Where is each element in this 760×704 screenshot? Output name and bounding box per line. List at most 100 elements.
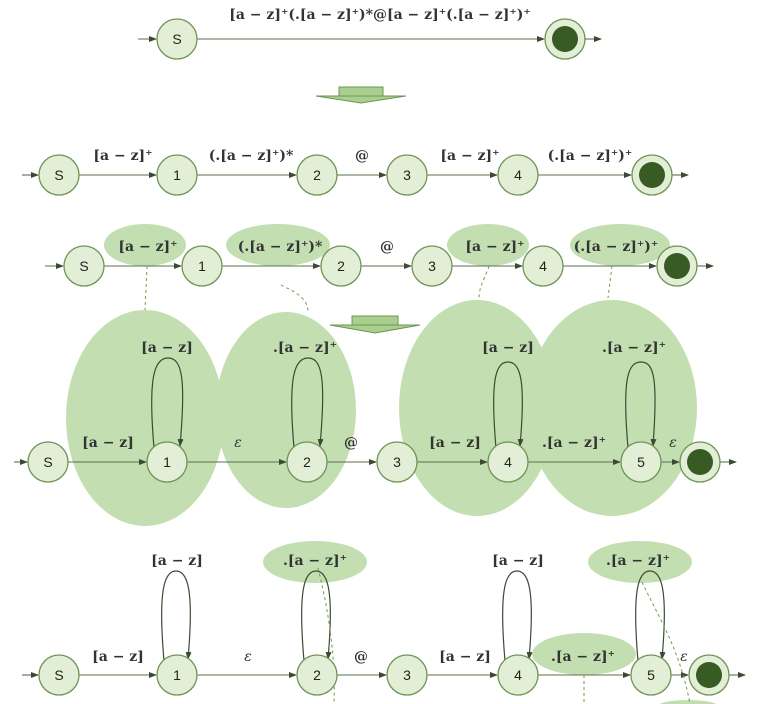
state-node [630, 654, 672, 696]
edge-label: [a − z]⁺ [440, 148, 499, 164]
self-loop [493, 361, 524, 449]
transform-arrow-icon [315, 86, 407, 104]
state-label: S [79, 258, 88, 274]
state-label: 4 [514, 667, 522, 683]
edge-label: [a − z]⁺ [93, 148, 152, 164]
highlight-ellipse [447, 224, 529, 266]
edge-label: (.[a − z]⁺)* [238, 239, 323, 255]
edge-label: [a − z]⁺ [118, 239, 177, 255]
loop-label: .[a − z]⁺ [602, 340, 666, 356]
final-state [544, 18, 586, 60]
state-node [156, 654, 198, 696]
loop-label: .[a − z]⁺ [606, 553, 670, 569]
self-loop [502, 570, 533, 662]
state-node [63, 245, 105, 287]
edge-label: @ [355, 148, 369, 164]
edge-label: (.[a − z]⁺)⁺ [574, 239, 659, 255]
edge-label: [a − z]⁺ [465, 239, 524, 255]
stage-5: S 1 2 3 4 5 [a − z] ε @ [a − z] .[a − z]… [22, 541, 746, 704]
state-node [376, 441, 418, 483]
stage-4-regions [66, 300, 697, 526]
stage-4: S 1 2 3 4 5 [a − z] ε @ [a − z] .[a − z]… [14, 340, 737, 483]
state-node [27, 441, 69, 483]
state-label: 1 [198, 258, 206, 274]
self-loop [625, 361, 657, 449]
loop-label: [a − z] [492, 553, 544, 569]
edge-label: @ [380, 239, 394, 255]
state-label: 4 [539, 258, 547, 274]
state-node [620, 441, 662, 483]
self-loop [301, 570, 332, 662]
highlight-ellipse [532, 633, 636, 675]
connector-line [641, 581, 691, 704]
state-label: 5 [647, 667, 655, 683]
state-label: 1 [173, 167, 181, 183]
highlight-ellipse [226, 224, 330, 266]
loop-label: [a − z] [151, 553, 203, 569]
state-node [286, 441, 328, 483]
regex-label: [a − z]⁺(.[a − z]⁺)*@[a − z]⁺(.[a − z]⁺)… [229, 7, 531, 23]
state-label: 2 [313, 167, 321, 183]
self-loop [151, 357, 184, 449]
state-node [38, 654, 80, 696]
highlight-ellipse [588, 541, 692, 583]
final-state [631, 154, 673, 196]
highlight-ellipse [263, 541, 367, 583]
connector-line [280, 284, 309, 313]
state-label: S [54, 667, 63, 683]
final-state [679, 441, 721, 483]
state-label: 3 [393, 454, 401, 470]
state-label: 2 [337, 258, 345, 274]
edge-label: ε [669, 435, 677, 451]
self-loop [635, 570, 666, 662]
state-label: S [172, 31, 181, 47]
state-node [497, 654, 539, 696]
edge-label: [a − z] [92, 649, 144, 665]
edge-label: [a − z] [82, 435, 134, 451]
stage-3: S 1 2 3 4 [a − z]⁺ (.[a − z]⁺)* @ [a − z… [45, 224, 714, 287]
expansion-region [527, 300, 697, 516]
stage-2: S 1 2 3 4 [a − z]⁺ (.[a − z]⁺)* @ [a − z… [22, 148, 689, 196]
edge-label: ε [234, 435, 242, 451]
highlight-ellipse [570, 224, 670, 266]
loop-label: [a − z] [482, 340, 534, 356]
state-label: 3 [403, 667, 411, 683]
edge-label: [a − z] [439, 649, 491, 665]
state-label: S [54, 167, 63, 183]
state-node [156, 154, 198, 196]
state-node [320, 245, 362, 287]
final-state [656, 245, 698, 287]
state-node [487, 441, 529, 483]
state-label: S [43, 454, 52, 470]
edge-label: ε [244, 649, 252, 665]
stage-1: S [a − z]⁺(.[a − z]⁺)*@[a − z]⁺(.[a − z]… [138, 7, 602, 60]
state-node [296, 654, 338, 696]
state-label: 3 [403, 167, 411, 183]
loop-label: .[a − z]⁺ [273, 340, 337, 356]
state-label: 3 [428, 258, 436, 274]
state-label: 2 [303, 454, 311, 470]
final-state [688, 654, 730, 696]
self-loop [161, 570, 192, 662]
edge-label: .[a − z]⁺ [542, 435, 606, 451]
highlight-ellipse [104, 224, 186, 266]
edge-label: .[a − z]⁺ [551, 649, 615, 665]
state-node [386, 154, 428, 196]
edge-label: (.[a − z]⁺)* [209, 148, 294, 164]
state-node [386, 654, 428, 696]
edge-label: ε [680, 649, 688, 665]
state-label: 4 [514, 167, 522, 183]
state-node [181, 245, 223, 287]
state-label: 5 [637, 454, 645, 470]
connector-line [144, 265, 148, 311]
connector-line [317, 567, 335, 704]
loop-label: [a − z] [141, 340, 193, 356]
self-loop [291, 357, 324, 449]
state-label: 1 [163, 454, 171, 470]
state-label: 1 [173, 667, 181, 683]
connector-line [607, 265, 613, 299]
edge-label: [a − z] [429, 435, 481, 451]
edge-label: @ [344, 435, 358, 451]
state-node [296, 154, 338, 196]
